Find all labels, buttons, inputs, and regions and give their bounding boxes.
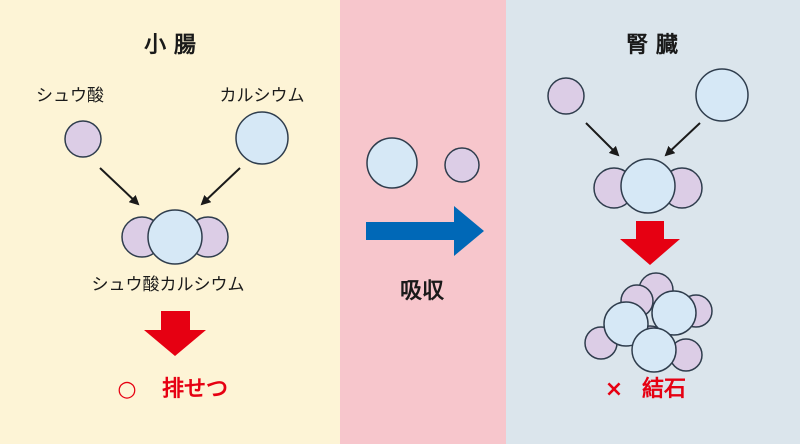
absorption-arrow xyxy=(366,206,484,256)
stone-label: 結石 xyxy=(642,376,686,402)
excretion-label: 排せつ xyxy=(162,377,228,402)
intestine-title: 小 腸 xyxy=(144,33,196,58)
stone-mark: × xyxy=(605,377,623,402)
calcium-oxalate-complex xyxy=(121,209,229,265)
kidney-calcium xyxy=(695,68,749,122)
kidney-calcium-arrow xyxy=(664,122,701,157)
stone-formation-arrow xyxy=(620,221,680,265)
oxalate-molecule xyxy=(64,120,102,158)
kidney-calcium-oxalate-complex xyxy=(593,158,703,214)
absorbed-calcium xyxy=(366,137,418,189)
kidney-oxalate xyxy=(547,77,585,115)
calcium-arrow xyxy=(200,167,241,206)
kidney-stone-cluster xyxy=(584,272,713,373)
absorption-label: 吸収 xyxy=(400,279,445,304)
calcium-label: カルシウム xyxy=(220,86,305,106)
oxalate-label: シュウ酸 xyxy=(36,86,104,106)
oxalate-arrow xyxy=(99,167,140,206)
excretion-mark: ○ xyxy=(117,377,136,402)
excretion-arrow xyxy=(144,311,206,356)
calcium-molecule xyxy=(235,111,289,165)
absorbed-oxalate xyxy=(444,147,480,183)
kidney-oxalate-arrow xyxy=(585,122,620,157)
kidney-title: 腎 臓 xyxy=(626,33,678,58)
calcium-oxalate-label: シュウ酸カルシウム xyxy=(92,275,245,295)
